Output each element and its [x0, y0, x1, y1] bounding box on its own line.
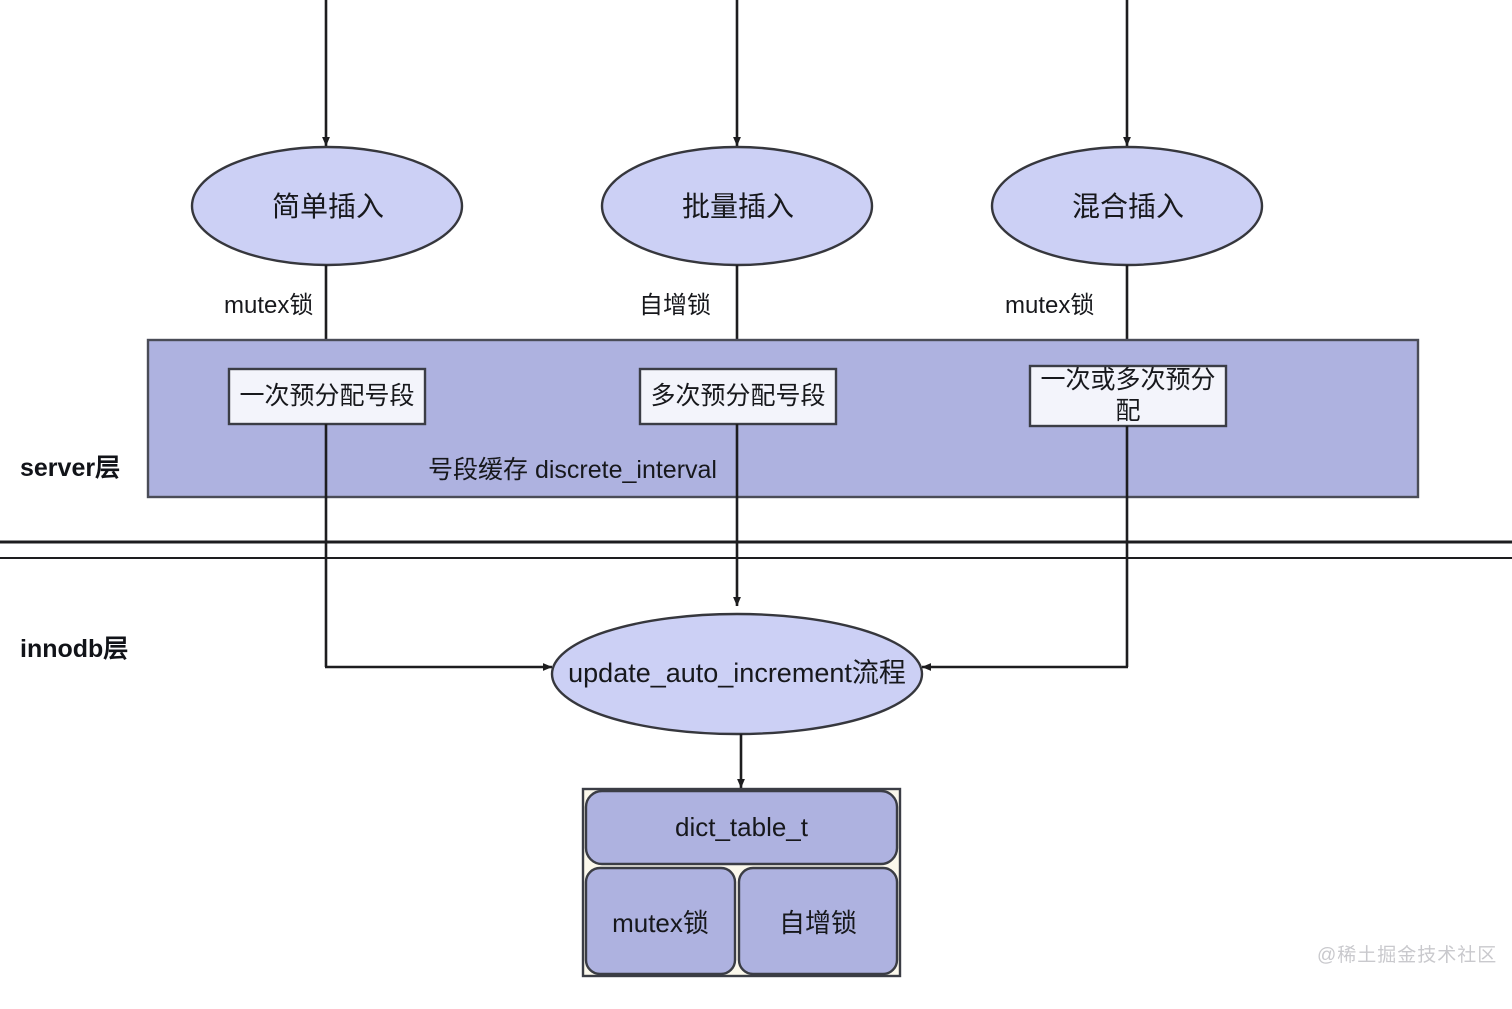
- box-prealloc-multiple[interactable]: [638, 367, 838, 426]
- layer-label-innodb: innodb层: [20, 635, 129, 663]
- edge-label-auto-inc: 自增锁: [639, 292, 711, 319]
- node-batch-insert[interactable]: [600, 145, 874, 267]
- box-prealloc-once-or-multi[interactable]: [1028, 364, 1228, 428]
- struct-member-mutex-lock-box[interactable]: [584, 866, 737, 976]
- server-band-cache-label: 号段缓存 discrete_interval: [428, 456, 717, 484]
- edge-label-mutex-right: mutex锁: [1005, 292, 1095, 319]
- struct-member-auto-inc-lock-box[interactable]: [737, 866, 899, 976]
- layer-label-server: server层: [20, 454, 121, 482]
- node-update-auto-increment[interactable]: [550, 612, 924, 736]
- edge-label-mutex-left: mutex锁: [224, 292, 314, 319]
- node-mixed-insert[interactable]: [990, 145, 1264, 267]
- box-prealloc-once[interactable]: [227, 367, 427, 426]
- struct-dict-table-title-box[interactable]: [584, 789, 899, 866]
- watermark: @稀土掘金技术社区: [1317, 945, 1498, 966]
- node-simple-insert[interactable]: [190, 145, 464, 267]
